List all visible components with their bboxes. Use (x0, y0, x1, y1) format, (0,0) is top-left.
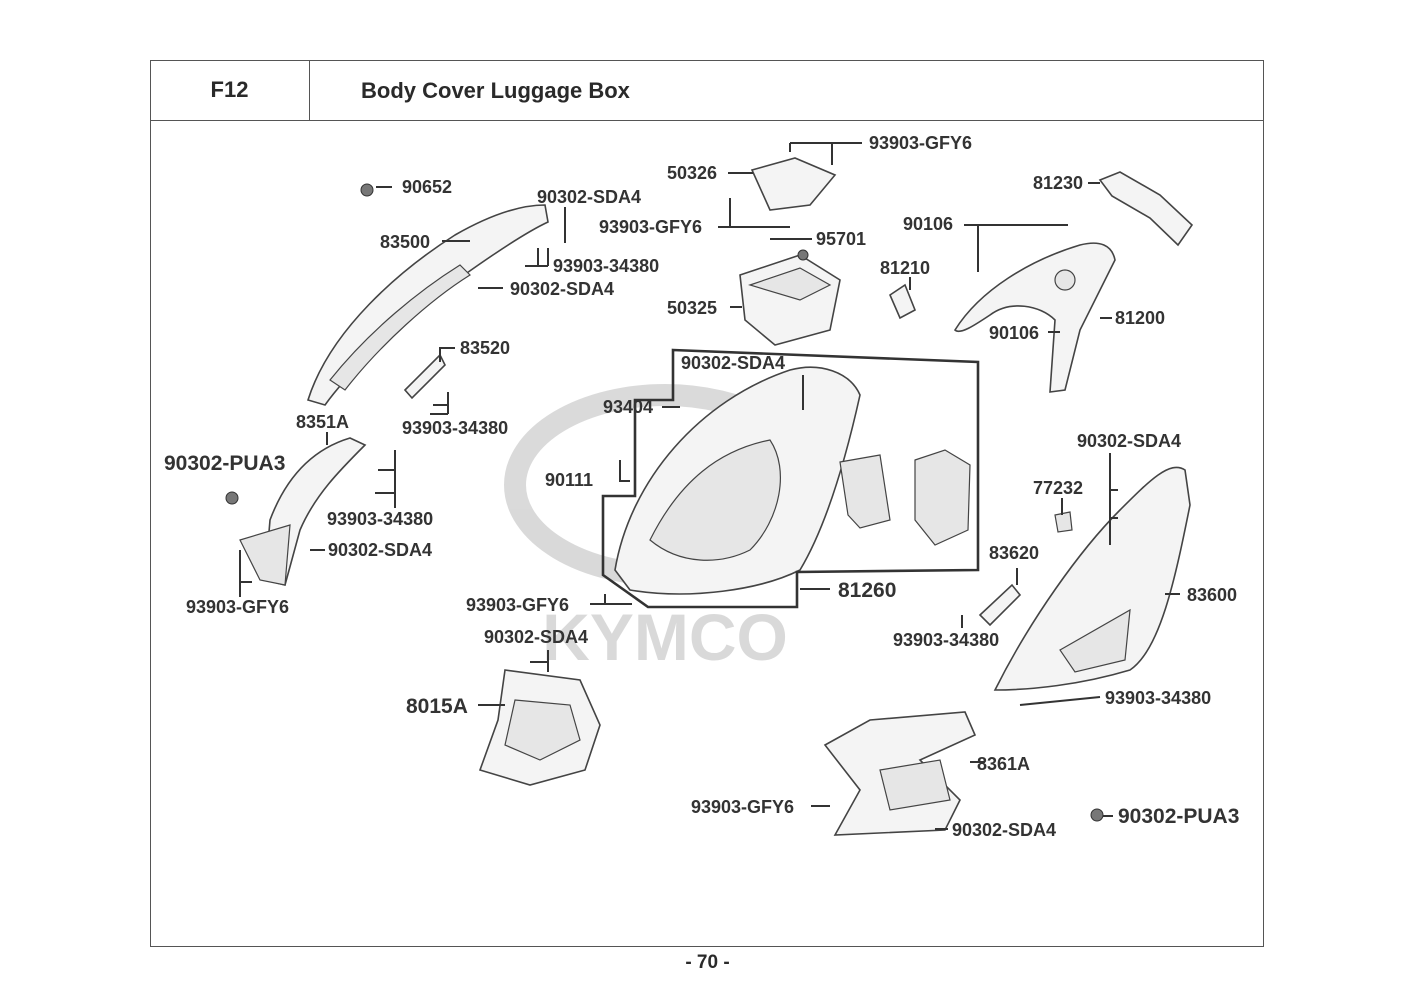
part-label: 90302-PUA3 (164, 452, 285, 475)
part-label: 8351A (296, 412, 349, 432)
part-label: 8015A (406, 695, 468, 718)
part-label: 93903-GFY6 (186, 597, 289, 617)
screw-95701-shape (797, 249, 809, 261)
part-label: 8361A (977, 754, 1030, 774)
part-label: 50326 (667, 163, 717, 183)
page-number: - 70 - (685, 952, 730, 973)
part-label: 81210 (880, 258, 930, 278)
battery-box-50325-shape (739, 254, 841, 346)
bracket-81210-shape (888, 283, 917, 320)
rivet-90652-shape (360, 183, 374, 197)
part-label: 90652 (402, 177, 452, 197)
diagram-frame (150, 60, 1264, 947)
rear-grip-81200-shape (953, 242, 1116, 393)
part-label: 90302-SDA4 (328, 540, 432, 560)
screw-90302-PUA3-left-shape (225, 491, 239, 505)
figure-code: F12 (150, 60, 310, 121)
figure-title: Body Cover Luggage Box (361, 78, 630, 103)
part-label: 93903-34380 (553, 256, 659, 276)
part-label: 81200 (1115, 308, 1165, 328)
part-label: 83620 (989, 543, 1039, 563)
part-label: 93903-GFY6 (599, 217, 702, 237)
part-label: 77232 (1033, 478, 1083, 498)
part-label: 93903-34380 (1105, 688, 1211, 708)
part-label: 90302-SDA4 (952, 820, 1056, 840)
luggage-box-group-outline (601, 348, 980, 609)
part-labels: 93903-GFY6 50326 90652 90302-SDA4 81230 … (164, 133, 1239, 840)
pad-right-shape (914, 449, 971, 546)
bracket-50326-shape (750, 157, 837, 211)
part-label: 90302-SDA4 (484, 627, 588, 647)
side-cover-83600-shape (993, 466, 1191, 691)
part-label: 93903-GFY6 (691, 797, 794, 817)
screw-90302-PUA3-right-shape (1090, 808, 1104, 822)
part-label: 81230 (1033, 173, 1083, 193)
part-label: 83500 (380, 232, 430, 252)
part-label: 83600 (1187, 585, 1237, 605)
part-label: 83520 (460, 338, 510, 358)
luggage-box-81260-shape (614, 366, 861, 595)
part-label: 93404 (603, 397, 653, 417)
bracket-81230-shape (1098, 171, 1194, 247)
part-label: 90302-SDA4 (537, 187, 641, 207)
part-label: 93903-34380 (402, 418, 508, 438)
cover-83520-shape (403, 353, 446, 400)
part-label: 81260 (838, 579, 896, 602)
header-divider (310, 120, 1264, 121)
part-label: 93903-34380 (893, 630, 999, 650)
part-label: 90302-SDA4 (1077, 431, 1181, 451)
cover-83620-shape (978, 583, 1022, 627)
part-label: 90111 (545, 470, 593, 490)
part-label: 90302-SDA4 (681, 353, 785, 373)
part-label: 95701 (816, 229, 866, 249)
part-label: 93903-34380 (327, 509, 433, 529)
part-label: 90106 (903, 214, 953, 234)
watermark-text: KYMCO (542, 600, 788, 674)
part-label: 93903-GFY6 (466, 595, 569, 615)
part-label: 93903-GFY6 (869, 133, 972, 153)
part-label: 90106 (989, 323, 1039, 343)
part-label: 90302-PUA3 (1118, 805, 1239, 828)
part-label: 50325 (667, 298, 717, 318)
pad-left-shape (839, 454, 891, 529)
cover-8361A-shape (823, 711, 977, 836)
side-cover-83500-shape (306, 204, 549, 406)
clip-77232-shape (1054, 511, 1073, 533)
leader-lines (239, 142, 1180, 830)
cover-8351A-shape (239, 437, 367, 586)
cover-8015A-shape (478, 669, 601, 786)
part-label: 90302-SDA4 (510, 279, 614, 299)
